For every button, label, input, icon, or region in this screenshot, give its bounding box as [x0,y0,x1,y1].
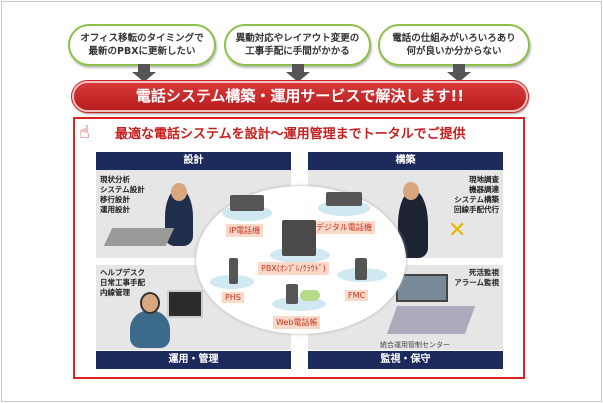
operate-header: 運用・管理 [96,351,291,369]
issue-text: 工事手配に手間がかかる [245,46,350,57]
issue-text: 異動対応やレイアウト変更の [235,33,360,44]
item: 運用設計 [100,205,130,214]
issue-text: 電話の仕組みがいろいろあり [392,33,516,44]
down-arrow-icon [447,64,471,82]
operator-head [140,292,160,314]
issue-text: オフィス移転のタイミングで [80,33,204,44]
headline: 最適な電話システムを設計～運用管理までトータルでご提供 [115,127,466,142]
monitor-caption: 統合運用管制センター [380,341,450,349]
issue-text: 最新のPBXに更新したい [88,46,196,57]
pbx-label: PBX(ｵﾝﾌﾟﾚ/ｸﾗｳﾄﾞ) [258,262,329,275]
operate-items: ヘルプデスク日常工事手配内線管理 [100,268,145,298]
digital-phone-label: デジタル電話機 [313,221,375,234]
service-box [73,117,525,379]
item: 日常工事手配 [100,278,145,287]
issue-bubble-3: 電話の仕組みがいろいろあり何が良いか分からない [378,24,530,66]
item: ヘルプデスク [100,268,145,277]
contact-card-icon [286,284,298,304]
pointing-hand-icon: ☝ [79,122,90,143]
smartphone-icon [355,258,367,280]
item: システム設計 [100,185,145,194]
digital-phone-icon [326,192,362,206]
cloud-icon [300,290,320,301]
builder-head [403,182,419,200]
build-header: 構築 [308,152,503,170]
pbx-server-icon [282,220,316,256]
phs-icon [229,258,238,284]
item: 内線管理 [100,288,130,297]
build-items: 現地調査機器調達システム構築回線手配代行 [454,175,499,215]
monitor-items: 死活監視アラーム監視 [454,268,499,288]
issue-bubble-1: オフィス移転のタイミングで最新のPBXに更新したい [68,24,216,66]
monitor-illustration [167,290,203,318]
issue-bubble-2: 異動対応やレイアウト変更の工事手配に手間がかかる [224,24,371,66]
item: 機器調達 [469,185,499,194]
designer-head [171,183,187,201]
phs-label: PHS [222,292,244,303]
monitor-header: 監視・保守 [308,351,503,369]
fmc-label: FMC [345,290,369,301]
issue-text: 何が良いか分からない [406,46,502,57]
control-center-illustration [386,306,476,334]
solution-banner: 電話システム構築・運用サービスで解決します!! [71,80,529,113]
item: 死活監視 [469,268,499,277]
operator-illustration [130,310,170,348]
tools-icon: ✕ [448,218,467,243]
item: 回線手配代行 [454,205,499,214]
down-arrow-icon [286,64,310,82]
web-directory-label: Web電話帳 [273,316,321,329]
item: 移行設計 [100,195,130,204]
design-items: 現状分析システム設計移行設計運用設計 [100,175,145,215]
video-wall-illustration [396,274,448,302]
item: アラーム監視 [454,278,499,287]
item: システム構築 [454,195,499,204]
ip-phone-icon [230,195,264,211]
item: 現状分析 [100,175,130,184]
item: 現地調査 [469,175,499,184]
down-arrow-icon [132,64,156,82]
design-header: 設計 [96,152,291,170]
ip-phone-label: IP電話機 [226,224,264,237]
laptop-illustration [103,228,175,246]
